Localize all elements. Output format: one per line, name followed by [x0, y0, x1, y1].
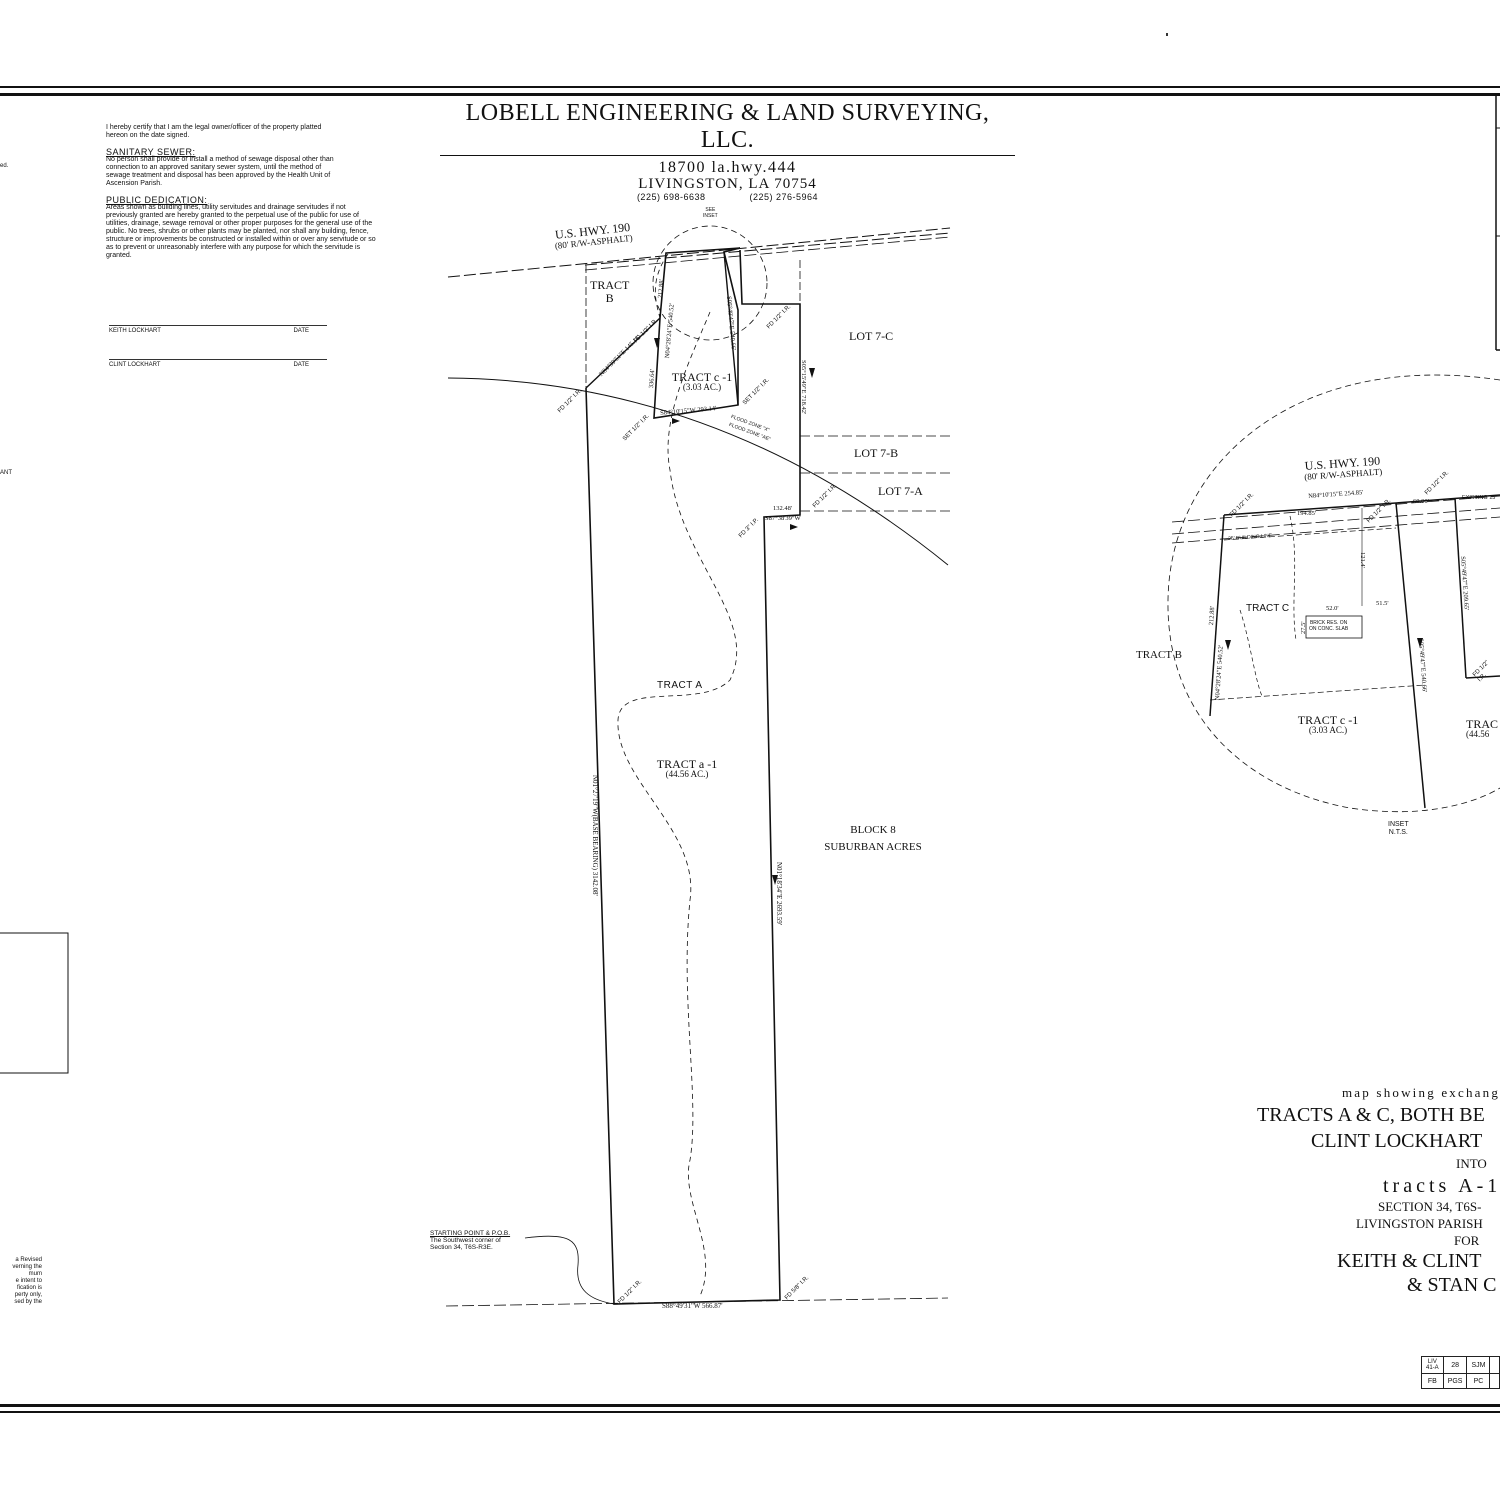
inset-tract-a1-name: TRAC — [1466, 717, 1499, 731]
owner-certification: I hereby certify that I am the legal own… — [106, 124, 322, 139]
title-line-9: KEITH & CLINT — [1337, 1250, 1482, 1272]
company-name: LOBELL ENGINEERING & LAND SURVEYING, LLC… — [440, 100, 1015, 156]
title-line-3: CLINT LOCKHART — [1311, 1130, 1483, 1152]
left-fragment-1: ed. — [0, 163, 9, 169]
bearing-lot7c: S05°15'49"E 718.42' — [800, 360, 807, 415]
tract-a1-label: TRACT a -1 (44.56 AC.) — [650, 757, 724, 779]
inset-distance-515: 51.5' — [1376, 600, 1389, 607]
lot-7a-label: LOT 7-A — [878, 484, 923, 498]
title-line-8: FOR — [1454, 1233, 1480, 1248]
inset-brick-residence: BRICK RES. ON ON CONC. SLAB — [1309, 620, 1349, 632]
block-number: BLOCK 8 — [850, 824, 896, 836]
fieldbook-cell: PGS — [1442, 1373, 1468, 1389]
fieldbook-cell — [1489, 1356, 1500, 1374]
pob-text: The Southwest corner of Section 34, T6S-… — [430, 1237, 501, 1251]
inset-distance-52: 52.0' — [1326, 605, 1339, 612]
pob-heading: STARTING POINT & P.O.B. — [430, 1230, 511, 1237]
sheet-border-top-inner — [0, 93, 1500, 96]
inset-tract-a1-cut: TRAC (44.56 — [1466, 717, 1498, 739]
fieldbook-cell: PC — [1466, 1373, 1491, 1389]
inset-scale-label: INSET N.T.S. — [1388, 821, 1409, 836]
stray-mark — [1166, 33, 1168, 36]
sheet-border-bottom — [0, 1404, 1500, 1407]
fieldbook-row-values: LIV 41-A 28 SJM — [1421, 1356, 1500, 1374]
company-phones: (225) 698-6638 (225) 276-5964 — [440, 192, 1015, 202]
tract-c1-area: (3.03 AC.) — [682, 382, 722, 392]
block-label: BLOCK 8 SUBURBAN ACRES — [815, 822, 931, 856]
tract-a-dashed-label: TRACT A — [655, 680, 705, 691]
title-line-10: & STAN C — [1407, 1274, 1497, 1296]
distance-mid: 132.48' — [773, 505, 793, 512]
company-phone-2: (225) 276-5964 — [749, 192, 819, 202]
title-line-1: map showing exchange o — [1342, 1085, 1500, 1100]
sheet-border-top — [0, 86, 1500, 88]
signature-line-clint: CLINT LOCKHART DATE — [109, 359, 327, 368]
left-fragment-2: ANT — [0, 470, 12, 476]
fieldbook-cell: FB — [1421, 1373, 1444, 1389]
lot-7c-label: LOT 7-C — [849, 329, 894, 343]
left-fragment-3: a Revised verning the mum e intent to fi… — [12, 1257, 42, 1305]
tract-a1-name: TRACT a -1 — [656, 757, 718, 771]
sanitary-sewer-text: No person shall provide or install a met… — [106, 156, 334, 187]
inset-tract-c1-name: TRACT c -1 — [1297, 713, 1359, 727]
bearing-west-line: N01°27'19"W(BASE BEARING) 3142.08' — [591, 775, 599, 896]
tract-c1-label: TRACT c -1 (3.03 AC.) — [664, 370, 740, 392]
signer-1-name: KEITH LOCKHART — [109, 328, 161, 334]
signer-1-date: DATE — [293, 328, 309, 334]
see-inset-label: SEE INSET — [703, 207, 718, 219]
drawing-title: map showing exchange o TRACTS A & C, BOT… — [1230, 1086, 1500, 1295]
fieldbook-cell — [1489, 1373, 1500, 1389]
bearing-east-line: N01°18'34"E 2693.59' — [775, 862, 783, 926]
inset-distance-212: 212.88' — [1208, 605, 1217, 626]
title-line-4: INTO — [1456, 1156, 1487, 1171]
sanitary-sewer-heading: SANITARY SEWER: — [106, 147, 196, 157]
tract-c1-name: TRACT c -1 — [671, 370, 733, 384]
inset-distance-194: 194.85' — [1297, 510, 1317, 517]
title-line-7: LIVINGSTON PARISH — [1356, 1216, 1483, 1231]
bearing-mid: S87°38'39"W — [765, 515, 801, 522]
inset-tract-b: TRACT B — [1136, 649, 1182, 661]
company-address: 18700 la.hwy.444 — [658, 159, 797, 176]
inset-distance-275: 27.5' — [1300, 621, 1307, 634]
sheet-border-bottom-outer — [0, 1411, 1500, 1413]
inset-tract-c1: TRACT c -1 (3.03 AC.) — [1290, 713, 1366, 735]
title-line-5: tracts A-1 — [1383, 1175, 1500, 1197]
fieldbook-cell: SJM — [1466, 1356, 1491, 1374]
company-city: LIVINGSTON, LA 70754 — [638, 176, 817, 192]
inset-distance-121: 121.4' — [1359, 552, 1366, 568]
signature-line-keith: KEITH LOCKHART DATE — [109, 325, 327, 334]
fieldbook-cell: LIV 41-A — [1421, 1356, 1444, 1374]
fieldbook-table: LIV 41-A 28 SJM FB PGS PC — [1421, 1356, 1500, 1389]
fieldbook-cell: 28 — [1442, 1356, 1468, 1374]
title-line-2: TRACTS A & C, BOTH BE — [1257, 1104, 1485, 1126]
public-dedication-text: Areas shown as building lines, utility s… — [106, 204, 376, 259]
certification-block: I hereby certify that I am the legal own… — [106, 124, 376, 260]
bearing-south-line: S88°49'31"W 566.87' — [662, 1302, 723, 1310]
inset-distance-60: 60.00' — [1413, 498, 1429, 505]
inset-tract-c1-area: (3.03 AC.) — [1308, 725, 1348, 735]
signer-2-name: CLINT LOCKHART — [109, 362, 161, 368]
tract-a1-area: (44.56 AC.) — [665, 769, 709, 779]
lot-7b-label: LOT 7-B — [854, 446, 899, 460]
signer-2-date: DATE — [293, 362, 309, 368]
subdivision-name: SUBURBAN ACRES — [824, 841, 922, 853]
pob-note: STARTING POINT & P.O.B. The Southwest co… — [430, 1230, 510, 1251]
inset-existing: EXISTING 15' — [1462, 495, 1497, 501]
inset-tract-c: TRACT C — [1244, 603, 1292, 614]
company-phone-1: (225) 698-6638 — [636, 192, 706, 202]
distance-c1-west: 336.64' — [648, 368, 657, 389]
tract-b-label: TRACT B — [590, 278, 630, 305]
title-line-6: SECTION 34, T6S- — [1378, 1199, 1482, 1214]
inset-tract-a1-area: (44.56 — [1466, 729, 1490, 739]
public-dedication-heading: PUBLIC DEDICATION: — [106, 195, 208, 205]
fieldbook-row-headers: FB PGS PC — [1421, 1373, 1500, 1389]
